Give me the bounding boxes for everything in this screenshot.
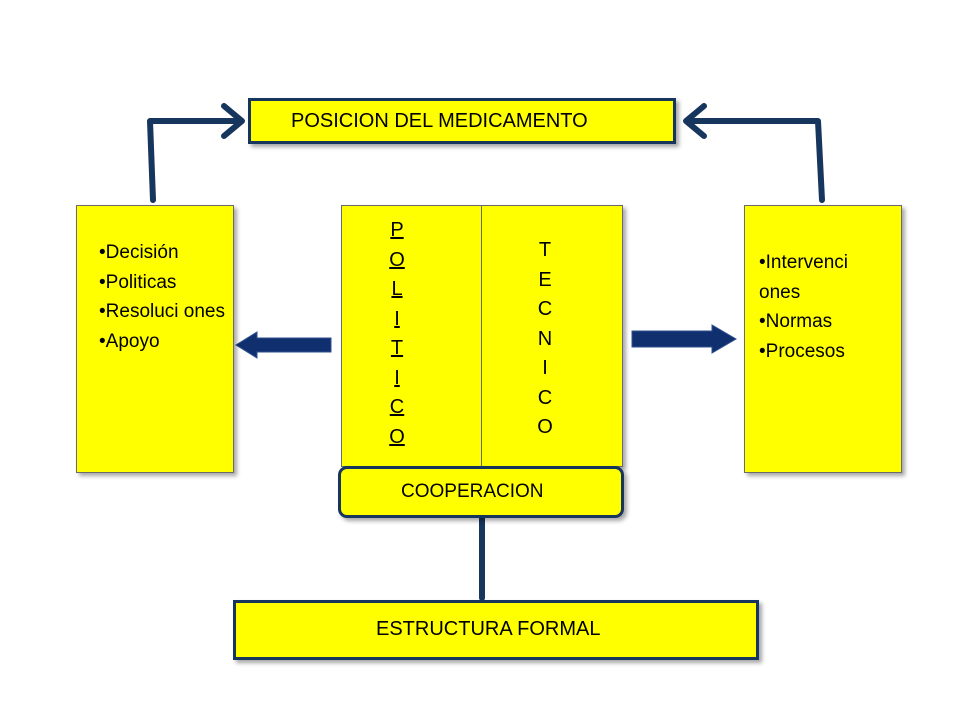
tecnico-letter: O — [537, 416, 553, 438]
right-item: Procesos — [759, 337, 894, 367]
right-item: Intervenci ones — [759, 248, 894, 307]
tecnico-letter: C — [537, 386, 553, 409]
politico-letter: C — [389, 396, 405, 418]
tecnico-letter: T — [538, 239, 552, 261]
right-panel: Intervenci ones Normas Procesos — [744, 205, 902, 473]
left-item: Resoluci ones — [99, 297, 229, 327]
right-item: Normas — [759, 307, 894, 337]
politico-letter: I — [394, 307, 400, 330]
right-block-arrow — [631, 324, 737, 354]
left-item: Apoyo — [99, 327, 229, 357]
left-panel: Decisión Politicas Resoluci ones Apoyo — [76, 205, 234, 473]
right-feedback-connector — [685, 118, 825, 203]
estructura-formal-box: ESTRUCTURA FORMAL — [233, 600, 759, 660]
politico-letter: O — [389, 425, 405, 448]
title-box: POSICION DEL MEDICAMENTO — [248, 98, 676, 144]
politico-letter: I — [394, 366, 400, 389]
left-feedback-connector — [147, 118, 243, 203]
politico-vertical-text: P O L I T I C O — [386, 216, 408, 452]
politico-letter: O — [389, 248, 405, 271]
politico-letter: L — [391, 278, 403, 300]
cooperacion-box: COOPERACION — [338, 466, 624, 518]
politico-box: P O L I T I C O — [341, 205, 483, 467]
politico-letter: T — [390, 337, 404, 359]
left-block-arrow — [235, 331, 332, 359]
tecnico-letter: E — [538, 268, 552, 291]
cooperacion-text: COOPERACION — [401, 481, 544, 502]
tecnico-box: T E C N I C O — [481, 205, 623, 467]
tecnico-vertical-text: T E C N I C O — [534, 236, 556, 443]
tecnico-letter: N — [537, 327, 553, 350]
left-item: Decisión — [99, 238, 229, 268]
politico-letter: P — [390, 219, 404, 241]
right-panel-list: Intervenci ones Normas Procesos — [759, 248, 894, 366]
title-text: POSICION DEL MEDICAMENTO — [291, 110, 588, 132]
right-arrowhead — [683, 103, 707, 139]
left-arrowhead — [221, 103, 245, 139]
tecnico-letter: C — [537, 298, 553, 320]
estructura-formal-text: ESTRUCTURA FORMAL — [376, 618, 601, 640]
left-panel-list: Decisión Politicas Resoluci ones Apoyo — [99, 238, 229, 356]
left-item: Politicas — [99, 268, 229, 298]
tecnico-letter: I — [542, 357, 548, 379]
